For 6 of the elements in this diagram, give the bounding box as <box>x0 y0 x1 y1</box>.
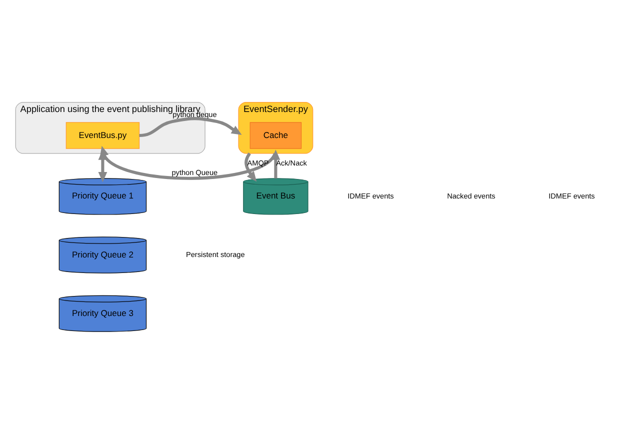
arrow <box>271 149 280 178</box>
arrow <box>100 145 276 180</box>
arrow <box>139 116 242 137</box>
node-box: EventBus.py <box>66 122 140 148</box>
node-box: Cache <box>250 122 302 148</box>
arrow <box>244 152 257 182</box>
